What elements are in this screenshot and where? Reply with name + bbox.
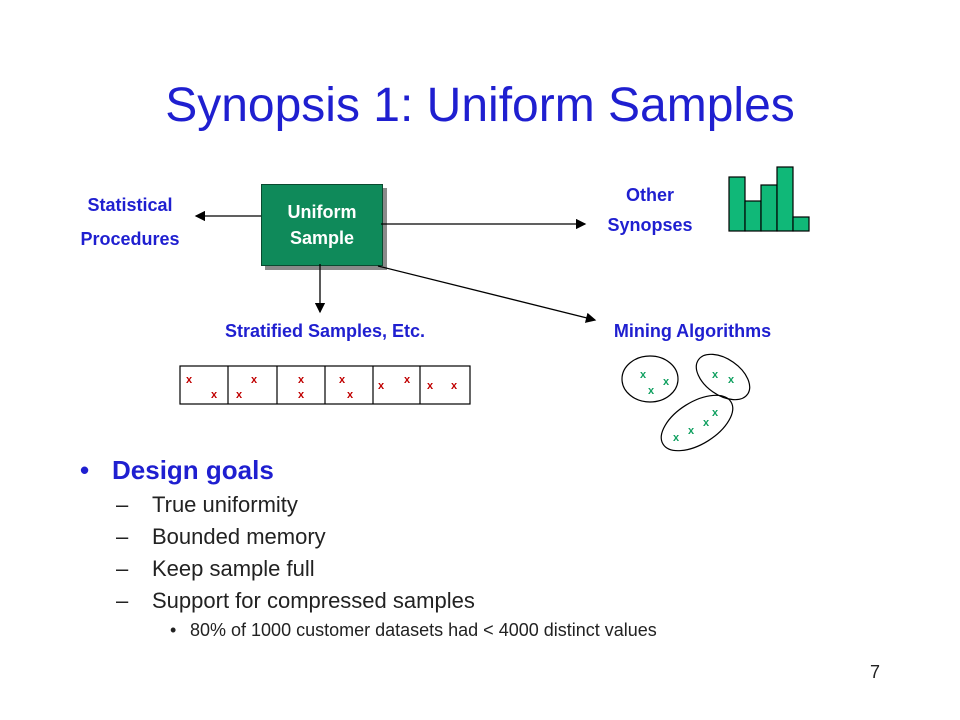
cluster-point: x [712, 369, 719, 381]
sample-marker: x [427, 380, 434, 392]
cluster-ellipse [621, 355, 679, 403]
bullet-text: 80% of 1000 customer datasets had < 4000… [190, 620, 657, 640]
bullet-dot-icon: • [80, 455, 90, 485]
bullet-level3-item: •80% of 1000 customer datasets had < 400… [170, 620, 657, 640]
cluster-ellipse [695, 353, 751, 401]
sample-marker: x [347, 389, 354, 401]
bullet-level2-item: –Support for compressed samples [116, 588, 475, 613]
mining-algorithms-label: Mining Algorithms [613, 321, 772, 341]
histogram-bar [792, 216, 810, 232]
statistical-procedures-label: Statistical Procedures [50, 190, 210, 254]
cluster-point: x [648, 385, 655, 397]
sample-marker: x [211, 389, 218, 401]
bullet-level1: • Design goals [80, 455, 657, 486]
design-goals-heading: Design goals [112, 455, 274, 485]
bullet-list: • Design goals –True uniformity –Bounded … [80, 455, 657, 641]
cluster-point: x [728, 374, 735, 386]
cluster-point: x [703, 417, 710, 429]
histogram-bar [776, 166, 794, 232]
bullet-level2-item: –Bounded memory [116, 524, 326, 549]
sample-marker: x [298, 389, 305, 401]
other-synopses-line1: Other [625, 185, 674, 205]
stratified-samples-label: Stratified Samples, Etc. [224, 321, 426, 341]
arrow-to-mining [377, 265, 597, 323]
uniform-sample-line1: Uniform [287, 202, 357, 222]
histogram-icon [728, 166, 810, 232]
sample-marker: x [236, 389, 243, 401]
cluster-point: x [688, 425, 695, 437]
bullet-text: Support for compressed samples [152, 588, 475, 613]
other-synopses-label: Other Synopses [580, 180, 720, 240]
bullet-text: Bounded memory [152, 524, 326, 549]
sample-marker: x [404, 374, 411, 386]
cluster-point: x [663, 376, 670, 388]
statistical-label-line1: Statistical [87, 195, 173, 215]
uniform-sample-line2: Sample [289, 228, 355, 248]
cluster-point: x [640, 369, 647, 381]
bullet-text: True uniformity [152, 492, 298, 517]
statistical-label-line2: Procedures [80, 229, 180, 249]
sample-marker: x [251, 374, 258, 386]
sample-marker: x [339, 374, 346, 386]
bullet-level2-item: –Keep sample full [116, 556, 315, 581]
cluster-ellipse [660, 394, 734, 452]
cluster-point: x [673, 432, 680, 444]
uniform-sample-box: Uniform Sample [261, 184, 383, 266]
sample-marker: x [186, 374, 193, 386]
cluster-point: x [712, 407, 719, 419]
sample-marker: x [298, 374, 305, 386]
slide-title: Synopsis 1: Uniform Samples [165, 79, 795, 132]
bullet-level2-item: –True uniformity [116, 492, 298, 517]
sample-marker: x [451, 380, 458, 392]
histogram-bar [728, 176, 746, 232]
other-synopses-line2: Synopses [607, 215, 693, 235]
histogram-bar [760, 184, 778, 232]
page-number: 7 [869, 662, 880, 682]
histogram-bar [744, 200, 762, 232]
bullet-text: Keep sample full [152, 556, 315, 581]
sample-marker: x [378, 380, 385, 392]
